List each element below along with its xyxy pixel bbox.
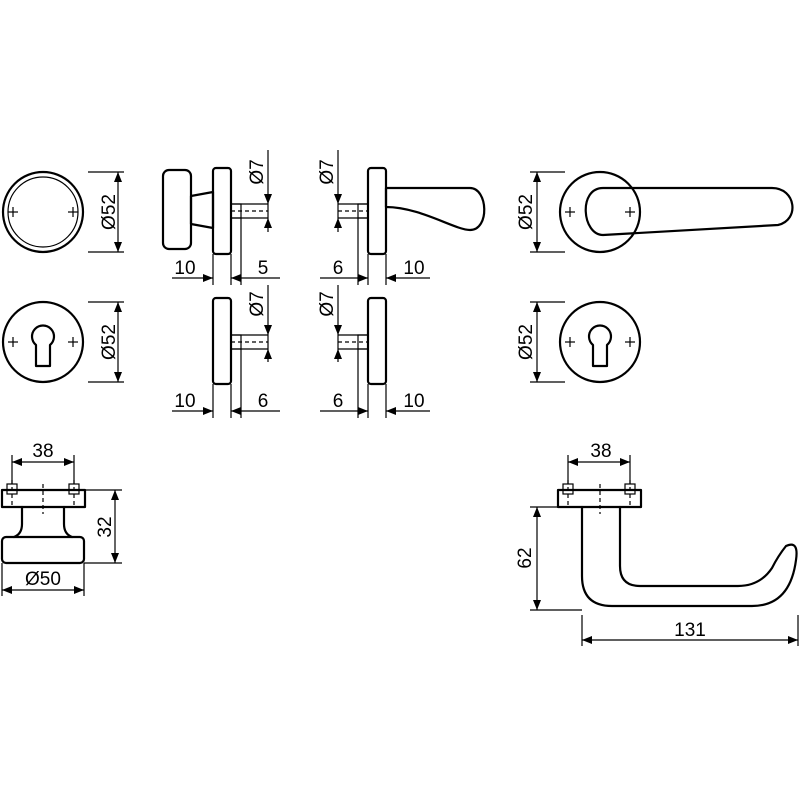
screw-hole-mark bbox=[624, 206, 636, 218]
screw-hole-mark bbox=[7, 336, 19, 348]
screw-hole-mark bbox=[564, 206, 576, 218]
lever-height-label: 62 bbox=[515, 547, 536, 568]
offset-label: 6 bbox=[333, 258, 344, 279]
escutcheon-side-view-mirrored: Ø7 6 10 bbox=[317, 285, 430, 418]
screw-hole-mark bbox=[624, 336, 636, 348]
knob-diameter-label: Ø50 bbox=[25, 569, 61, 590]
lever-top-view: 38 62 131 bbox=[515, 441, 799, 646]
screw-hole-mark bbox=[564, 336, 576, 348]
offset-label: 6 bbox=[258, 391, 269, 412]
escutcheon-diameter-label: Ø52 bbox=[516, 324, 537, 360]
rose-thickness-label: 10 bbox=[403, 258, 424, 279]
knob-side-view: Ø7 10 5 bbox=[161, 150, 280, 285]
offset-label: 6 bbox=[333, 391, 344, 412]
spindle-diameter-label: Ø7 bbox=[247, 159, 268, 184]
lever-rose-front-view: Ø52 bbox=[516, 170, 794, 254]
offset-label: 5 bbox=[258, 258, 269, 279]
screw-diameter-label: Ø7 bbox=[247, 291, 268, 316]
escutcheon-front-view-right: Ø52 bbox=[516, 300, 642, 384]
screw-hole-mark bbox=[7, 206, 19, 218]
lever-side-view: Ø7 6 10 bbox=[317, 150, 486, 285]
screw-spacing-label: 38 bbox=[590, 441, 611, 462]
lever-length-label: 131 bbox=[674, 620, 706, 641]
thickness-label: 10 bbox=[403, 391, 424, 412]
screw-spacing-label: 38 bbox=[32, 441, 53, 462]
rose-diameter-label: Ø52 bbox=[516, 194, 537, 230]
rose-diameter-label: Ø52 bbox=[99, 194, 120, 230]
escutcheon-front-view: Ø52 bbox=[1, 300, 124, 384]
spindle-diameter-label: Ø7 bbox=[317, 159, 338, 184]
escutcheon-side-view: Ø7 10 6 bbox=[172, 285, 280, 418]
screw-hole-mark bbox=[67, 336, 79, 348]
screw-diameter-label: Ø7 bbox=[317, 291, 338, 316]
knob-top-view: 38 32 Ø50 bbox=[0, 441, 122, 596]
screw-hole-mark bbox=[67, 206, 79, 218]
thickness-label: 10 bbox=[174, 391, 195, 412]
round-rose-front-view: Ø52 bbox=[1, 170, 124, 254]
escutcheon-diameter-label: Ø52 bbox=[99, 324, 120, 360]
projection-label: 32 bbox=[95, 516, 116, 537]
rose-thickness-label: 10 bbox=[174, 258, 195, 279]
